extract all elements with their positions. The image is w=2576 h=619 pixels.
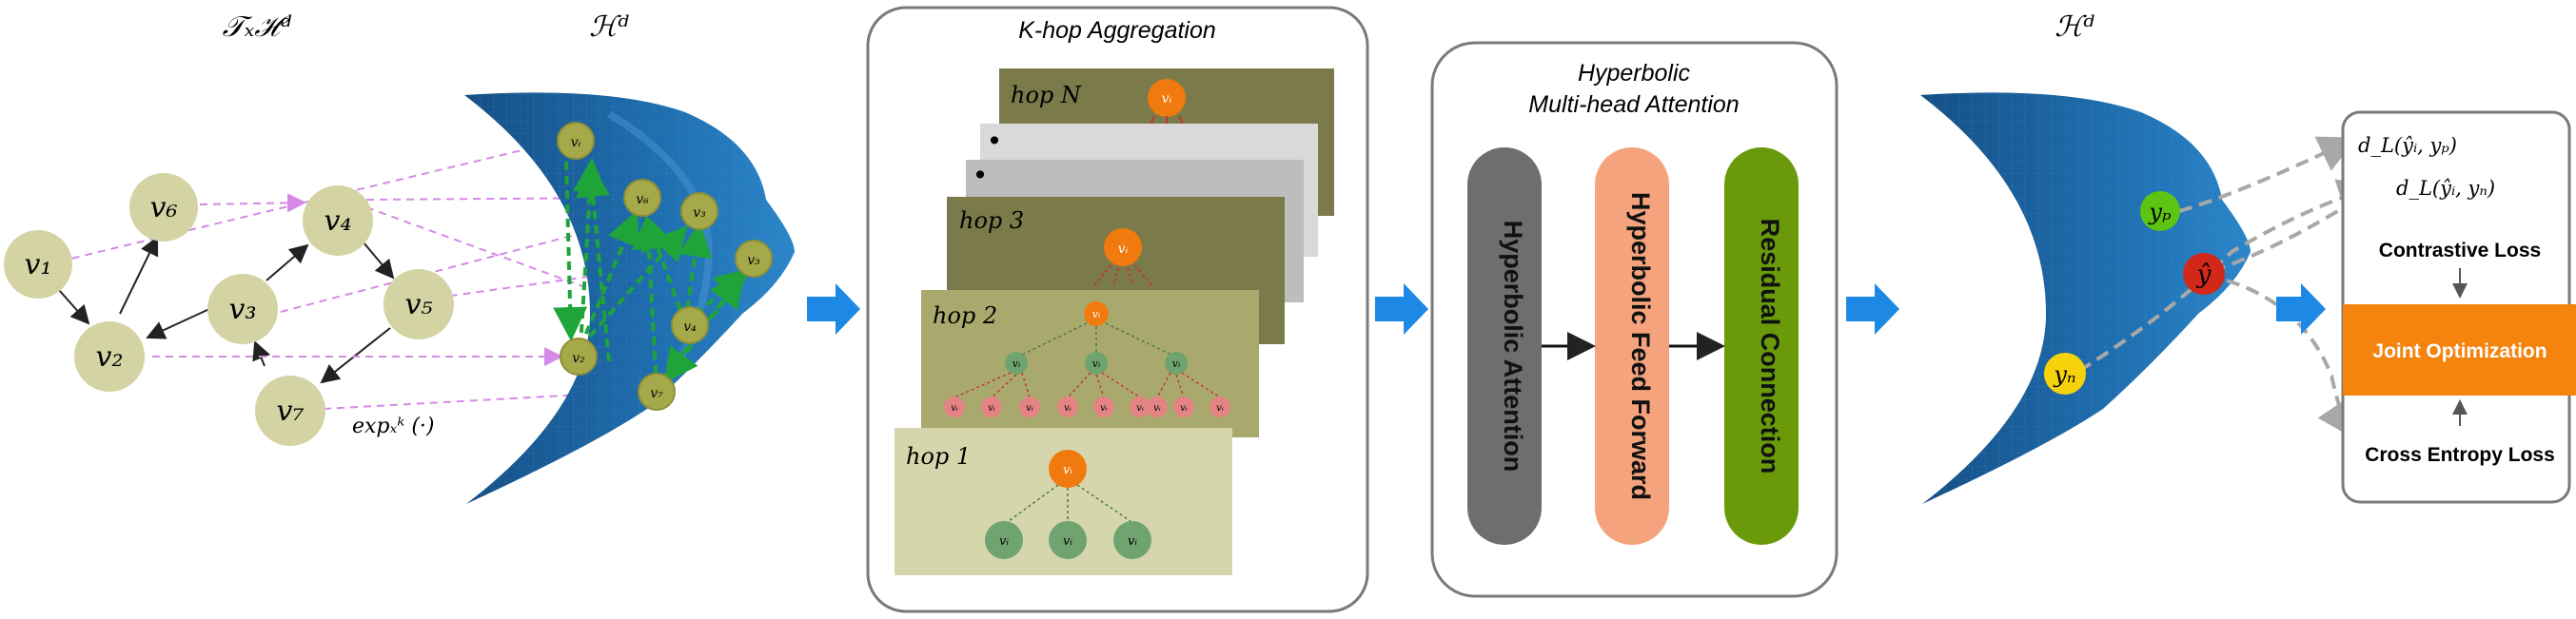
- tangent-node-v5: v₅: [383, 269, 454, 339]
- svg-text:yₙ: yₙ: [2053, 361, 2075, 388]
- svg-text:•: •: [987, 126, 1003, 157]
- svg-text:vᵢ: vᵢ: [1180, 403, 1188, 414]
- svg-text:v₅: v₅: [405, 288, 433, 321]
- block-residual: Residual Connection: [1724, 147, 1799, 545]
- manifold-node-v7: v₇: [638, 373, 676, 411]
- flow-arrow-4: [2276, 283, 2326, 335]
- tangent-node-v2: v₂: [74, 321, 145, 392]
- svg-text:vᵢ: vᵢ: [1063, 463, 1072, 477]
- attention-title-1: Hyperbolic: [1578, 60, 1691, 87]
- manifold-node-v2: v₂: [560, 338, 598, 376]
- block-hyperbolic-attention: Hyperbolic Attention: [1467, 147, 1542, 545]
- svg-text:vᵢ: vᵢ: [1216, 403, 1224, 414]
- svg-text:vᵢ: vᵢ: [1092, 358, 1100, 370]
- svg-text:v₃: v₃: [747, 253, 760, 268]
- tangent-node-v4: v₄: [303, 185, 373, 256]
- svg-text:vᵢ: vᵢ: [1013, 358, 1020, 370]
- svg-text:v₄: v₄: [683, 319, 697, 335]
- svg-text:Hyperbolic Attention: Hyperbolic Attention: [1499, 221, 1527, 473]
- svg-text:vᵢ: vᵢ: [988, 403, 995, 414]
- svg-text:vᵢ: vᵢ: [999, 534, 1009, 549]
- hyperbolic-manifold-left: [464, 92, 795, 505]
- svg-text:ŷ: ŷ: [2196, 261, 2212, 289]
- node-y-neg: yₙ: [2044, 353, 2086, 395]
- svg-text:hop 1: hop 1: [906, 443, 971, 470]
- svg-text:v₇: v₇: [277, 395, 305, 428]
- svg-text:vᵢ: vᵢ: [1136, 403, 1144, 414]
- tangent-edges: [58, 236, 395, 384]
- svg-text:Residual Connection: Residual Connection: [1756, 219, 1784, 474]
- svg-text:•: •: [973, 160, 989, 191]
- joint-optimization-label: Joint Optimization: [2372, 340, 2547, 362]
- node-y-hat: ŷ: [2183, 253, 2225, 295]
- svg-text:vᵢ: vᵢ: [571, 135, 581, 150]
- svg-text:v₇: v₇: [650, 386, 663, 401]
- svg-text:v₁: v₁: [25, 248, 52, 281]
- svg-text:vᵢ: vᵢ: [1153, 403, 1161, 414]
- svg-text:vᵢ: vᵢ: [1118, 242, 1129, 257]
- svg-text:v₃: v₃: [229, 293, 257, 326]
- flow-arrow-2: [1375, 283, 1428, 335]
- manifold-node-v3a: v₃: [680, 192, 718, 230]
- svg-text:vᵢ: vᵢ: [1064, 403, 1072, 414]
- svg-text:v₄: v₄: [324, 204, 352, 238]
- svg-text:vᵢ: vᵢ: [1162, 91, 1172, 106]
- hyperbolic-manifold-right: [1920, 92, 2251, 505]
- tangent-space-label: 𝒯ₓℋᵈ: [223, 10, 292, 44]
- cross-entropy-loss-label: Cross Entropy Loss: [2365, 444, 2555, 466]
- svg-text:vᵢ: vᵢ: [1063, 534, 1072, 549]
- hyperbolic-label-right: ℋᵈ: [2055, 10, 2094, 44]
- hop-1-layer: hop 1 vᵢ vᵢ vᵢ vᵢ: [895, 428, 1232, 575]
- hop-2-layer: hop 2 vᵢ vᵢ vᵢ vᵢ: [921, 290, 1259, 437]
- flow-arrow-1: [807, 283, 860, 335]
- exp-map-label: expₓᵏ (·): [352, 415, 435, 438]
- svg-text:hop 2: hop 2: [933, 302, 997, 329]
- svg-text:v₂: v₂: [572, 351, 585, 366]
- khop-title: K-hop Aggregation: [1018, 17, 1216, 44]
- svg-text:v₆: v₆: [636, 192, 649, 207]
- svg-text:vᵢ: vᵢ: [951, 403, 958, 414]
- svg-text:vᵢ: vᵢ: [1026, 403, 1033, 414]
- svg-text:vᵢ: vᵢ: [1172, 358, 1180, 370]
- contrastive-loss-label: Contrastive Loss: [2379, 240, 2541, 261]
- tangent-node-v3: v₃: [207, 274, 278, 344]
- dist-pos-label: d_L(ŷᵢ, yₚ): [2358, 134, 2457, 157]
- manifold-node-v4: v₄: [671, 306, 709, 344]
- svg-text:v₂: v₂: [96, 340, 124, 374]
- manifold-node-v6: v₆: [623, 179, 661, 217]
- svg-text:hop 3: hop 3: [959, 207, 1024, 234]
- svg-text:hop N: hop N: [1011, 82, 1082, 108]
- svg-text:Hyperbolic Feed Forward: Hyperbolic Feed Forward: [1626, 192, 1655, 500]
- manifold-node-vi: vᵢ: [557, 122, 595, 160]
- svg-text:vᵢ: vᵢ: [1128, 534, 1137, 549]
- hyperbolic-label-left: ℋᵈ: [589, 10, 629, 44]
- svg-text:vᵢ: vᵢ: [1092, 308, 1100, 320]
- tangent-node-v6: v₆: [129, 173, 198, 242]
- attention-title-2: Multi-head Attention: [1528, 91, 1739, 118]
- aggregation-arrows-left: [553, 158, 751, 390]
- tangent-node-v7: v₇: [255, 376, 325, 446]
- joint-optimization-box: [2343, 304, 2576, 396]
- svg-text:v₃: v₃: [693, 205, 706, 221]
- block-feed-forward: Hyperbolic Feed Forward: [1595, 147, 1669, 545]
- svg-text:v₆: v₆: [150, 191, 178, 224]
- flow-arrow-3: [1846, 283, 1899, 335]
- tangent-node-v1: v₁: [4, 230, 72, 299]
- dist-neg-label: d_L(ŷᵢ, yₙ): [2396, 177, 2495, 200]
- svg-text:yₚ: yₚ: [2148, 199, 2172, 225]
- manifold-node-v3b: v₃: [735, 240, 773, 278]
- svg-text:vᵢ: vᵢ: [1100, 403, 1108, 414]
- node-y-pos: yₚ: [2140, 191, 2180, 231]
